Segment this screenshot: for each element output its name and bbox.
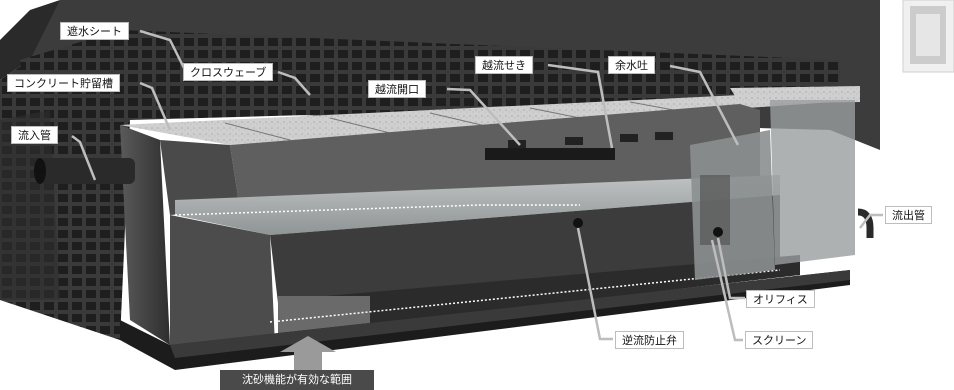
water-surface bbox=[174, 175, 780, 235]
label-overflow-weir: 越流せき bbox=[475, 56, 533, 74]
label-screen: スクリーン bbox=[745, 331, 814, 349]
up-arrow-icon bbox=[280, 336, 336, 372]
cross-wave-blocks bbox=[0, 30, 840, 340]
sediment-effective-range-label: 沈砂機能が有効な範囲 bbox=[220, 370, 374, 390]
spillway-chamber bbox=[690, 100, 855, 280]
overflow-weir-bar bbox=[485, 148, 615, 160]
concrete-top-slabs bbox=[120, 86, 860, 145]
leader-lines bbox=[71, 29, 883, 342]
label-inflow-pipe: 流入管 bbox=[11, 126, 58, 144]
label-orifice: オリフィス bbox=[746, 290, 815, 308]
label-overflow-opening: 越流開口 bbox=[368, 80, 426, 98]
check-valve bbox=[573, 218, 583, 228]
label-concrete-tank: コンクリート貯留槽 bbox=[7, 74, 120, 92]
label-cross-wave: クロスウェーブ bbox=[183, 63, 274, 81]
label-waterproof-sheet: 遮水シート bbox=[60, 22, 129, 40]
label-spillway: 余水吐 bbox=[608, 56, 655, 74]
thumbnail-image bbox=[902, 0, 954, 73]
orifice-hole bbox=[713, 227, 723, 237]
label-check-valve: 逆流防止弁 bbox=[615, 331, 684, 349]
label-outflow-pipe: 流出管 bbox=[885, 206, 932, 224]
inflow-pipe bbox=[34, 158, 135, 184]
front-wall bbox=[170, 195, 800, 345]
